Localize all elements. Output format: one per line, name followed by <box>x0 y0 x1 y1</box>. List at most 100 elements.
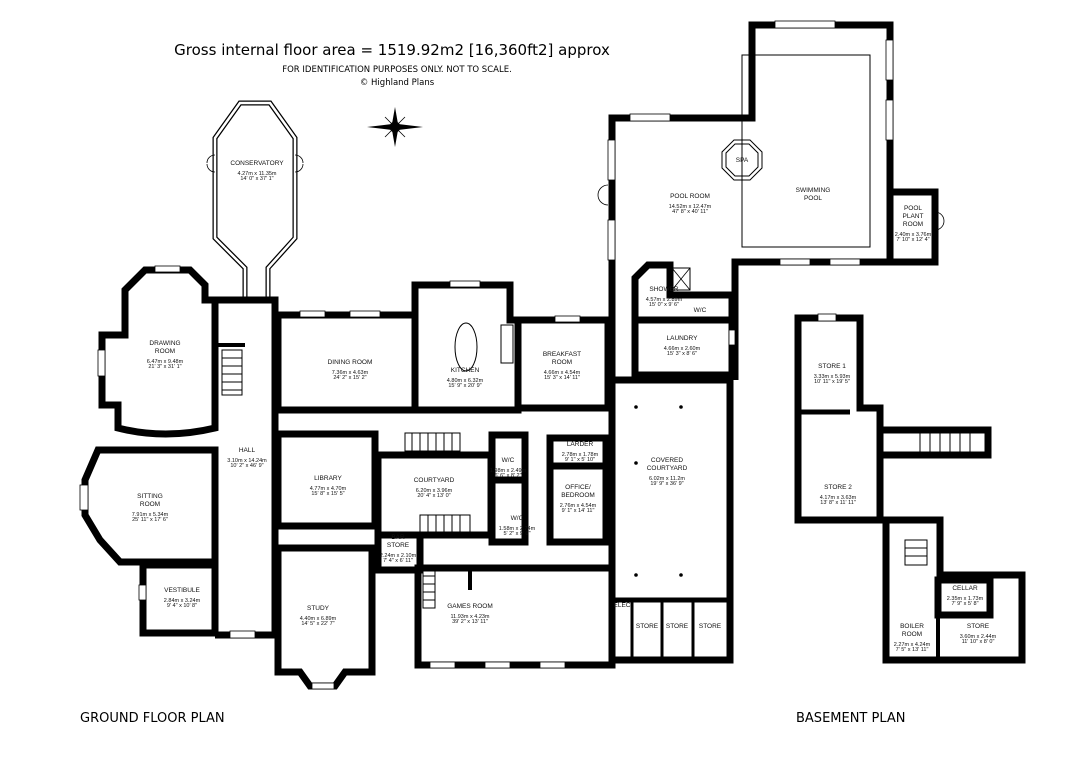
room-name: COURTYARD <box>414 477 455 484</box>
room-dimensions-metric: 4.77m x 4.70m <box>310 486 347 492</box>
room-name: BREAKFAST <box>543 351 581 358</box>
room-label: ELEC <box>614 602 631 609</box>
room-name: STUDY <box>307 605 330 612</box>
room-dimensions-imperial: 7' 9" x 5' 8" <box>951 601 978 607</box>
room-name: STORE 2 <box>824 484 852 491</box>
room-name: ELEC <box>614 602 631 609</box>
room-name: SPA <box>736 157 749 164</box>
room-name: LARDER <box>567 441 594 448</box>
room-dimensions-imperial: 5' 2" x 9' 0" <box>503 531 530 537</box>
room-dimensions-metric: 4.80m x 6.32m <box>447 378 484 384</box>
room-dimensions-imperial: 11' 10" x 8' 0" <box>962 639 995 645</box>
room-name: STORE <box>387 542 410 549</box>
room-dimensions-metric: 4.57m x 2.89m <box>646 297 683 303</box>
room-dimensions-metric: 6.47m x 9.48m <box>147 359 184 365</box>
room-dimensions-metric: 4.40m x 6.89m <box>300 616 337 622</box>
room-dimensions-metric: 2.27m x 4.24m <box>894 642 931 648</box>
room-dimensions-metric: 11.93m x 4.23m <box>450 614 489 620</box>
room-dimensions-imperial: 9' 1" x 14' 11" <box>562 508 595 514</box>
room-dimensions-metric: 3.60m x 2.44m <box>960 634 997 640</box>
conservatory-walls <box>206 100 304 298</box>
room-dimensions-metric: 4.17m x 3.63m <box>820 495 857 501</box>
room-name: ROOM <box>552 359 572 366</box>
room-dimensions-metric: 1.98m x 2.49m <box>490 468 527 474</box>
ground-floor-walls <box>79 20 945 690</box>
room-dimensions-imperial: 9' 4" x 10' 8" <box>167 603 197 609</box>
gross-area-title: Gross internal floor area = 1519.92m2 [1… <box>174 41 610 59</box>
room-name: CELLAR <box>952 585 978 592</box>
room-name: COVERED <box>651 457 683 464</box>
room-dimensions-imperial: 19' 9" x 36' 9" <box>650 481 683 487</box>
room-dimensions-metric: 3.33m x 5.93m <box>814 374 851 380</box>
room-dimensions-metric: 1.58m x 2.74m <box>499 526 536 532</box>
room-dimensions-metric: 14.52m x 12.47m <box>669 204 712 210</box>
room-dimensions-imperial: 7' 5" x 13' 11" <box>896 647 929 653</box>
room-dimensions-imperial: 15' 0" x 9' 6" <box>649 302 679 308</box>
room-name: LAUNDRY <box>667 335 699 342</box>
room-dimensions-imperial: 15' 8" x 15' 5" <box>311 491 344 497</box>
room-dimensions-imperial: 10' 2" x 46' 9" <box>230 463 263 469</box>
room-dimensions-metric: 2.40m x 3.76m <box>895 232 932 238</box>
room-dimensions-imperial: 14' 5" x 22' 7" <box>301 621 334 627</box>
room-dimensions-metric: 2.35m x 1.73m <box>947 596 984 602</box>
room-name: COURTYARD <box>647 465 688 472</box>
room-name: PLANT <box>903 213 924 220</box>
room-dimensions-imperial: 6' 6" x 8' 2" <box>494 473 521 479</box>
room-dimensions-imperial: 39' 2" x 13' 11" <box>452 619 488 625</box>
ground-floor-plan-label: GROUND FLOOR PLAN <box>80 711 225 726</box>
room-dimensions-imperial: 47' 8" x 40' 11" <box>672 209 708 215</box>
room-dimensions-imperial: 7' 4" x 6' 11" <box>383 558 413 564</box>
room-label: STORE <box>666 623 689 630</box>
room-dimensions-imperial: 14' 0" x 37' 1" <box>240 176 273 182</box>
disclaimer: FOR IDENTIFICATION PURPOSES ONLY. NOT TO… <box>282 65 512 75</box>
room-dimensions-imperial: 13' 8" x 11' 11" <box>820 500 856 506</box>
room-name: STORE 1 <box>818 363 846 370</box>
room-name: W/C <box>511 515 524 522</box>
room-name: VESTIBULE <box>164 587 200 594</box>
room-dimensions-imperial: 25' 11" x 17' 6" <box>132 517 168 523</box>
compass-rose-icon <box>367 107 423 147</box>
room-name: POOL ROOM <box>670 193 710 200</box>
room-dimensions-metric: 2.84m x 3.24m <box>164 598 201 604</box>
room-name: ROOM <box>902 631 922 638</box>
room-name: ROOM <box>140 501 160 508</box>
room-dimensions-imperial: 7' 10" x 12' 4" <box>896 237 929 243</box>
room-dimensions-imperial: 15' 9" x 20' 9" <box>448 383 481 389</box>
room-label: STORE <box>636 623 659 630</box>
room-name: W/C <box>694 307 707 314</box>
room-name: KITCHEN <box>451 367 480 374</box>
room-name: CONSERVATORY <box>230 160 284 167</box>
room-name: STORE <box>636 623 659 630</box>
room-name: BEDROOM <box>561 492 595 499</box>
room-name: SHOWER <box>649 286 679 293</box>
basement-plan-label: BASEMENT PLAN <box>796 711 906 726</box>
room-name: DRAWING <box>149 340 180 347</box>
room-name: GAMES ROOM <box>447 603 493 610</box>
copyright: © Highland Plans <box>360 78 435 88</box>
room-name: POOL <box>904 205 922 212</box>
